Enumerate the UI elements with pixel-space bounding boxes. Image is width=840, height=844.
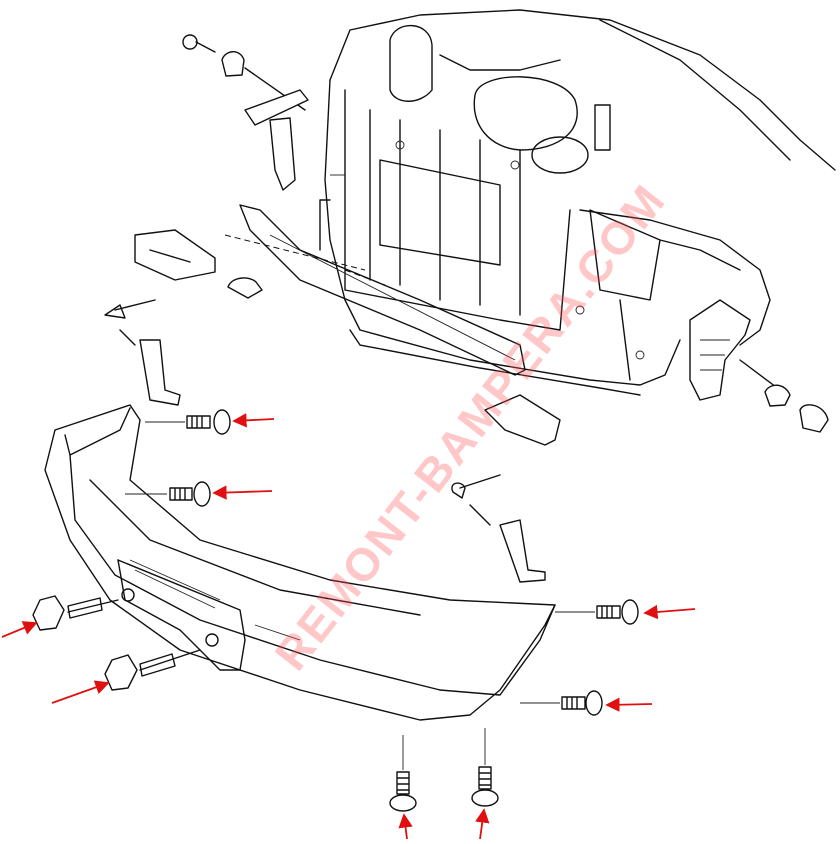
- callout-arrow-left-lower-1: [1, 621, 38, 638]
- callout-arrow-bottom-2: [475, 808, 490, 840]
- callout-arrow-left-lower-2: [51, 680, 110, 704]
- right-mount-bracket: [689, 299, 829, 433]
- car-front-body: [319, 9, 836, 396]
- right-inner-bracket: [451, 394, 561, 583]
- callout-arrows: [1, 413, 696, 840]
- callout-arrow-upper-left-2: [212, 485, 273, 500]
- upper-left-bracket: [182, 34, 309, 191]
- energy-absorber: [224, 204, 526, 376]
- left-mount-bracket: [104, 229, 263, 406]
- callout-arrow-bottom-1: [398, 813, 413, 840]
- callout-arrow-right-1: [643, 604, 696, 620]
- callout-arrow-upper-left-1: [232, 413, 275, 428]
- bumper-screws: [32, 409, 639, 812]
- callout-arrow-right-2: [605, 697, 653, 712]
